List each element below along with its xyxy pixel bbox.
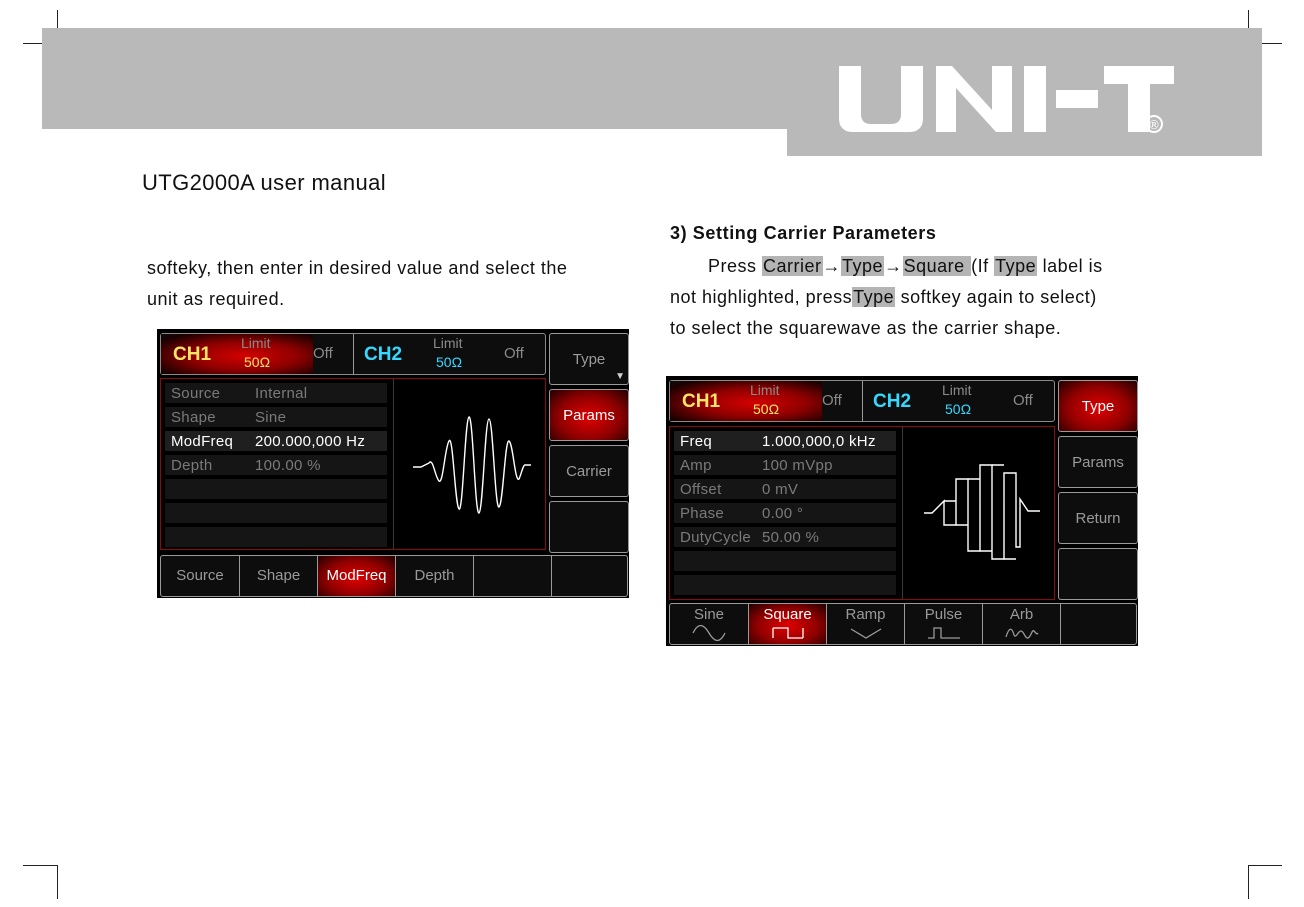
right-line-1: Press Carrier→Type→Square (If Type label… — [708, 256, 1103, 276]
square-key: Square — [902, 256, 972, 276]
channel-1-status[interactable]: CH1 Limit 50Ω Off — [161, 334, 353, 374]
ch1-limit-label: Limit — [241, 335, 271, 351]
ch1-impedance: 50Ω — [753, 401, 780, 417]
depth-softkey[interactable]: Depth — [396, 556, 474, 596]
device-screen-carrier-params: CH1 Limit 50Ω Off CH2 Limit 50Ω Off Freq… — [666, 376, 1138, 646]
left-line-2: unit as required. — [147, 289, 285, 309]
crop-mark — [1248, 865, 1249, 899]
dropdown-arrow-icon: ▼ — [615, 371, 625, 382]
ch1-label: CH1 — [173, 344, 212, 365]
ch1-label: CH1 — [682, 391, 721, 412]
type-key: Type — [841, 256, 885, 276]
am-square-waveform-preview — [924, 464, 1040, 560]
param-row-empty — [165, 527, 387, 547]
registered-mark: ® — [1148, 118, 1160, 132]
arb-softkey[interactable]: Arb — [983, 604, 1061, 644]
ch1-limit-label: Limit — [750, 382, 780, 398]
crop-mark — [1248, 10, 1249, 44]
channel-header: CH1 Limit 50Ω Off CH2 Limit 50Ω Off — [669, 380, 1055, 422]
crop-mark — [1248, 865, 1282, 866]
type-softkey[interactable]: Type — [1058, 380, 1138, 432]
ch2-label: CH2 — [364, 344, 403, 365]
ramp-wave-icon — [850, 628, 881, 639]
left-paragraph: softeky, then enter in desired value and… — [147, 253, 567, 315]
ch2-output-state: Off — [1013, 392, 1033, 409]
pulse-wave-icon — [927, 627, 960, 639]
uni-t-logo: ® — [839, 66, 1174, 133]
crop-mark — [1262, 43, 1282, 44]
ch2-limit-label: Limit — [942, 382, 972, 398]
right-paragraph: Press Carrier→Type→Square (If Type label… — [670, 251, 1103, 344]
ramp-softkey[interactable]: Ramp — [827, 604, 905, 644]
blank-softkey[interactable] — [549, 501, 629, 553]
device-screen-am-params: CH1 Limit 50Ω Off CH2 Limit 50Ω Off Sour… — [157, 329, 629, 598]
blank-softkey[interactable] — [552, 556, 627, 596]
param-row-empty — [165, 479, 387, 499]
param-row-empty — [165, 503, 387, 523]
sine-wave-icon — [692, 625, 726, 641]
crop-mark — [57, 10, 58, 44]
channel-header: CH1 Limit 50Ω Off CH2 Limit 50Ω Off — [160, 333, 546, 375]
shape-softkey[interactable]: Shape — [240, 556, 318, 596]
crop-mark — [23, 865, 57, 866]
source-softkey[interactable]: Source — [161, 556, 240, 596]
blank-softkey[interactable] — [1061, 604, 1136, 644]
ch2-label: CH2 — [873, 391, 912, 412]
modfreq-softkey[interactable]: ModFreq — [318, 556, 396, 596]
ch1-impedance: 50Ω — [244, 354, 271, 370]
blank-softkey[interactable] — [1058, 548, 1138, 600]
params-softkey[interactable]: Params — [1058, 436, 1138, 488]
crop-mark — [23, 43, 57, 44]
left-line-1: softeky, then enter in desired value and… — [147, 258, 568, 278]
square-wave-icon — [771, 627, 804, 639]
return-softkey[interactable]: Return — [1058, 492, 1138, 544]
bottom-softkey-bar: Source Shape ModFreq Depth — [160, 555, 628, 597]
ch1-output-state: Off — [313, 345, 333, 362]
channel-2-status[interactable]: CH2 Limit 50Ω Off — [863, 381, 1054, 421]
ch1-output-state: Off — [822, 392, 842, 409]
ch2-impedance: 50Ω — [436, 354, 463, 370]
carrier-key: Carrier — [762, 256, 823, 276]
square-softkey[interactable]: Square — [749, 604, 827, 644]
right-line-2: not highlighted, pressType softkey again… — [670, 287, 1097, 307]
ch2-impedance: 50Ω — [945, 401, 972, 417]
type-key: Type — [994, 256, 1038, 276]
ch2-output-state: Off — [504, 345, 524, 362]
section-heading: 3) Setting Carrier Parameters — [670, 223, 937, 243]
carrier-softkey[interactable]: Carrier — [549, 445, 629, 497]
param-row-empty — [674, 551, 896, 571]
type-key: Type — [852, 287, 896, 307]
bottom-softkey-bar: Sine Square Ramp Pulse Arb — [669, 603, 1137, 645]
ch2-limit-label: Limit — [433, 335, 463, 351]
am-waveform-preview — [413, 416, 531, 514]
sine-softkey[interactable]: Sine — [670, 604, 749, 644]
blank-softkey[interactable] — [474, 556, 552, 596]
param-row-empty — [674, 575, 896, 595]
arb-wave-icon — [1004, 628, 1039, 639]
crop-mark — [57, 865, 58, 899]
pulse-softkey[interactable]: Pulse — [905, 604, 983, 644]
params-softkey[interactable]: Params — [549, 389, 629, 441]
channel-2-status[interactable]: CH2 Limit 50Ω Off — [354, 334, 545, 374]
type-softkey[interactable]: Type ▼ — [549, 333, 629, 385]
right-line-3: to select the squarewave as the carrier … — [670, 318, 1062, 338]
channel-1-status[interactable]: CH1 Limit 50Ω Off — [670, 381, 862, 421]
document-title: UTG2000A user manual — [142, 170, 387, 195]
